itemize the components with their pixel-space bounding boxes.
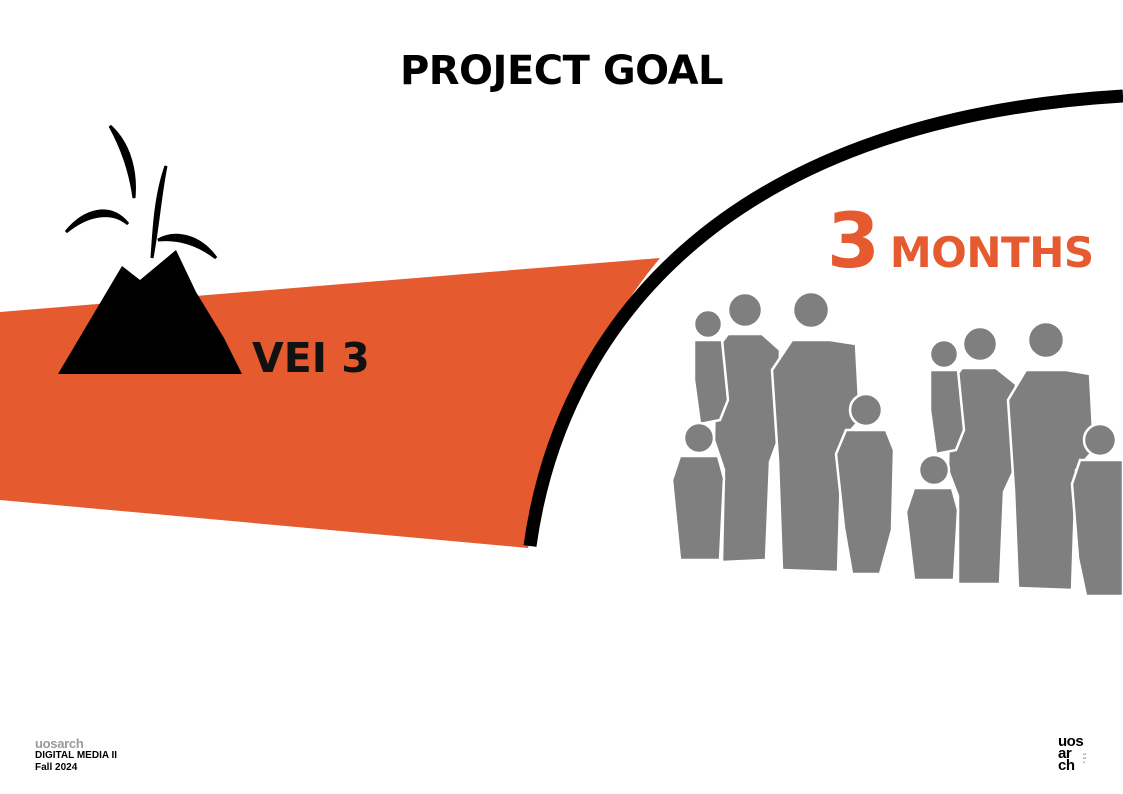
vei-label: VEI 3 bbox=[252, 334, 370, 382]
footer-course: DIGITAL MEDIA II bbox=[35, 750, 118, 761]
footer-term: Fall 2024 bbox=[35, 762, 78, 773]
volcano-icon bbox=[58, 124, 242, 374]
family-left bbox=[670, 290, 896, 576]
logo-micro-text: ▪▪▪▪▪▪▪▪ bbox=[1083, 752, 1087, 764]
people-group-icon bbox=[670, 290, 1123, 598]
arc-line bbox=[523, 89, 1123, 547]
logo-line-1: uos bbox=[1058, 733, 1084, 750]
logo: uos ar ch ▪▪▪▪▪▪▪▪ bbox=[1058, 733, 1108, 776]
footer-brand: uosarch bbox=[35, 736, 84, 751]
footer-left: uosarch DIGITAL MEDIA II Fall 2024 bbox=[35, 734, 117, 774]
logo-line-3: ch bbox=[1058, 757, 1075, 774]
page-title: PROJECT GOAL bbox=[399, 48, 724, 94]
duration-number: 3 bbox=[827, 196, 880, 285]
logo-line-2: ar bbox=[1058, 745, 1072, 762]
duration-unit: MONTHS bbox=[889, 228, 1094, 277]
orange-band bbox=[0, 258, 660, 548]
family-right bbox=[904, 320, 1123, 598]
